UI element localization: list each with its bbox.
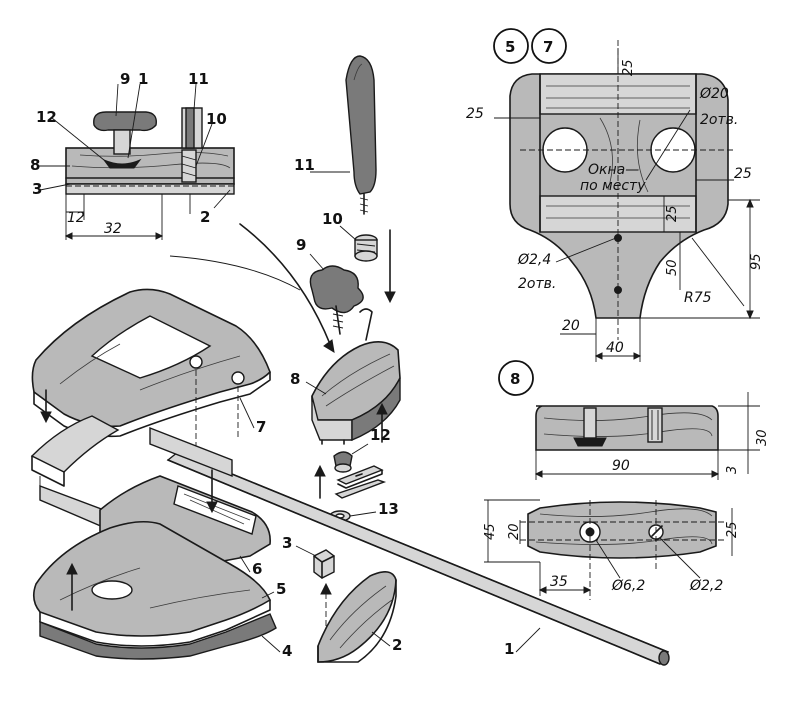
dim-45: 45 [483, 523, 498, 540]
label-12: 12 [370, 426, 391, 444]
label-2-top: 2 [200, 208, 210, 226]
dim-r75: R75 [684, 290, 712, 306]
plate-5-7-drawing: 5 7 25 25 25 25 50 95 R75 [466, 28, 764, 362]
badge-7 [531, 28, 567, 64]
label-1-top: 1 [138, 70, 148, 88]
frame-window [90, 315, 212, 379]
label-9: 9 [296, 236, 306, 254]
label-5: 5 [276, 580, 286, 598]
label-7: 7 [256, 418, 266, 436]
part-12 [333, 451, 353, 467]
dim-50: 50 [665, 259, 680, 276]
dim-32: 32 [104, 221, 122, 237]
dim-25-block: 25 [725, 521, 740, 538]
dim-dia62: Ø6,2 [611, 578, 645, 594]
label-8-top: 8 [30, 156, 40, 174]
dim-12: 12 [67, 210, 85, 226]
label-3-top: 3 [32, 180, 42, 198]
part-2 [317, 571, 397, 663]
badge-8 [498, 360, 534, 396]
section-view: 12 32 9 1 11 12 10 8 3 2 [30, 70, 235, 240]
windows-line-2: по месту [580, 178, 646, 194]
label-10: 10 [322, 210, 343, 228]
dim-35: 35 [550, 574, 568, 590]
dim-90: 90 [612, 458, 630, 474]
dim-dia20: Ø20 [699, 86, 729, 102]
label-10-top: 10 [206, 110, 227, 128]
badge-5 [493, 28, 529, 64]
dim-20-plate: 20 [562, 318, 580, 334]
holes-2-bottom: 2отв. [518, 276, 556, 292]
part-3 [313, 549, 335, 579]
label-11: 11 [294, 156, 315, 174]
plate-4 [39, 613, 277, 660]
badge-7-text: 7 [543, 38, 553, 56]
section-base-plate [65, 183, 235, 195]
connector-arrow [239, 223, 331, 345]
label-12-top: 12 [36, 108, 57, 126]
label-4: 4 [282, 642, 292, 660]
dim-dia24: Ø2,4 [517, 252, 551, 268]
label-3: 3 [282, 534, 292, 552]
handle-assembly: 11 10 9 [294, 55, 396, 341]
dim-20-block: 20 [507, 523, 522, 540]
label-13: 13 [378, 500, 399, 518]
handle-11 [345, 55, 377, 195]
section-nut [102, 158, 142, 169]
section-knob [93, 111, 157, 132]
label-8: 8 [290, 370, 300, 388]
screw-small [359, 308, 373, 341]
holes-2-top: 2отв. [700, 112, 738, 128]
knob-9 [309, 265, 364, 314]
block-side-view [535, 405, 719, 451]
dim-25-mid: 25 [665, 205, 680, 222]
label-11-top: 11 [188, 70, 209, 88]
dim-25-left: 25 [466, 106, 484, 122]
dim-25-right: 25 [734, 166, 752, 182]
label-2: 2 [392, 636, 402, 654]
dim-3: 3 [725, 466, 740, 474]
block-8-assembly: 8 [290, 341, 401, 445]
rail-left [30, 415, 120, 473]
dim-dia22: Ø2,2 [689, 578, 723, 594]
frame-assembly: 7 6 5 4 [30, 288, 292, 660]
label-6: 6 [252, 560, 262, 578]
dim-40: 40 [606, 340, 624, 356]
label-9-top: 9 [120, 70, 130, 88]
small-parts: 12 13 3 2 [282, 426, 402, 663]
badge-5-text: 5 [505, 38, 515, 56]
badge-8-text: 8 [510, 370, 520, 388]
dim-25-top: 25 [621, 59, 636, 76]
dim-95: 95 [749, 253, 764, 270]
windows-line-1: Окна— [588, 162, 639, 178]
label-1: 1 [504, 640, 514, 658]
rod-1: 1 [166, 451, 670, 666]
block-8-drawing: 8 30 3 90 45 20 [483, 360, 770, 600]
dim-30: 30 [755, 429, 770, 446]
rail-right [149, 426, 233, 478]
block-top-view [527, 501, 717, 559]
